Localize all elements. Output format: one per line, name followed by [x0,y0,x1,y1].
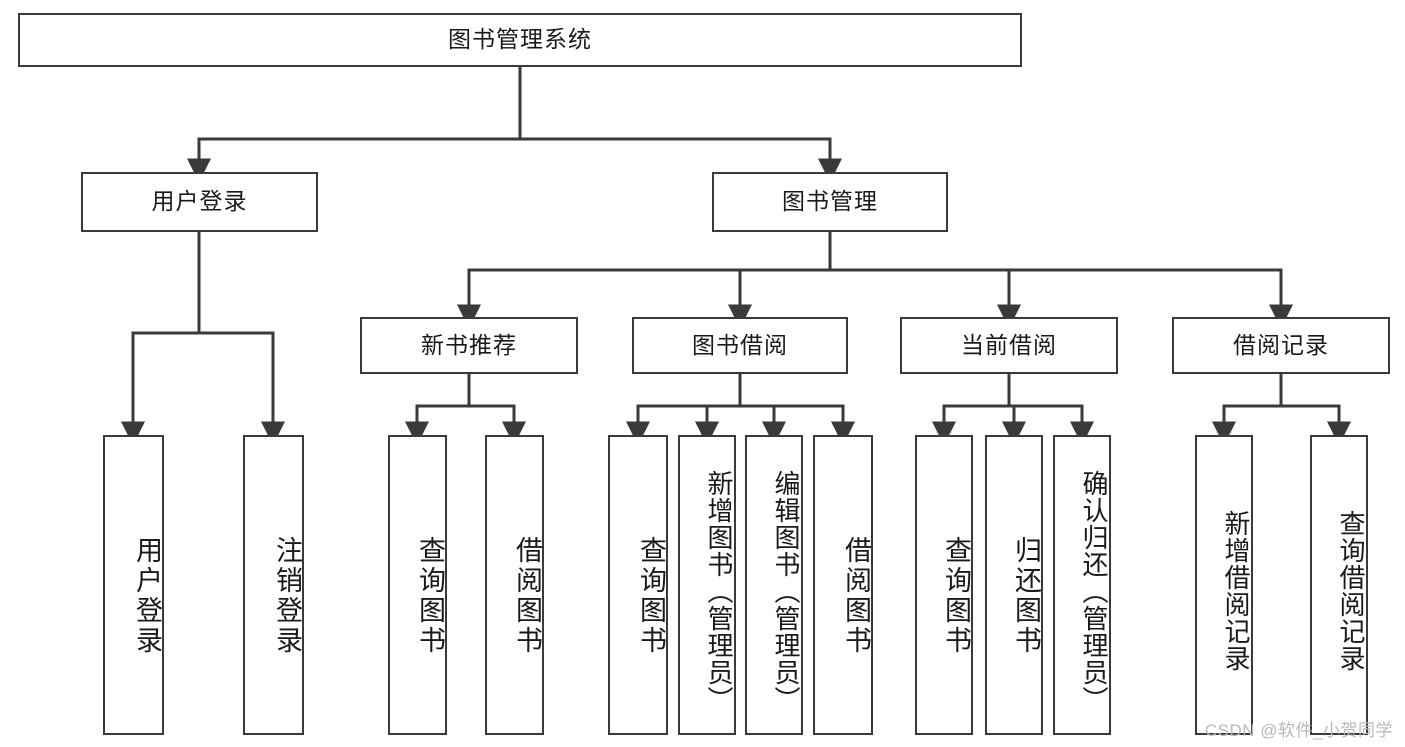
leaf-user-login[interactable]: 用户登录 [103,435,164,735]
leaf-query-book-borrow[interactable]: 查询图书 [608,435,668,735]
leaf-logout[interactable]: 注销登录 [243,435,304,735]
leaf-add-book-admin-label: 新增图书（管理员） [704,469,734,713]
leaf-borrow-book-label: 借阅图书 [841,536,871,656]
leaf-borrow-book[interactable]: 借阅图书 [813,435,873,735]
leaf-borrow-book-rec[interactable]: 借阅图书 [485,435,544,735]
node-borrow-record[interactable]: 借阅记录 [1172,317,1390,374]
leaf-add-book-admin[interactable]: 新增图书（管理员） [678,435,736,735]
leaf-query-book-rec[interactable]: 查询图书 [388,435,447,735]
leaf-return-book-label: 归还图书 [1011,536,1041,656]
node-root[interactable]: 图书管理系统 [18,13,1022,67]
node-current-borrow-label: 当前借阅 [961,331,1057,358]
leaf-query-book-rec-label: 查询图书 [415,536,445,656]
node-user-login[interactable]: 用户登录 [81,172,318,232]
leaf-logout-label: 注销登录 [272,536,302,656]
leaf-query-book-current[interactable]: 查询图书 [915,435,973,735]
leaf-query-borrow-record[interactable]: 查询借阅记录 [1310,435,1368,735]
node-book-management[interactable]: 图书管理 [712,172,948,232]
leaf-query-book-borrow-label: 查询图书 [636,536,666,656]
node-borrow-record-label: 借阅记录 [1233,331,1329,358]
leaf-borrow-book-rec-label: 借阅图书 [512,536,542,656]
node-book-borrow-label: 图书借阅 [692,331,788,358]
node-book-management-label: 图书管理 [782,188,878,215]
leaf-edit-book-admin-label: 编辑图书（管理员） [771,469,801,713]
node-new-book-recommend[interactable]: 新书推荐 [360,317,578,374]
leaf-confirm-return-admin-label: 确认归还（管理员） [1079,469,1109,713]
watermark: CSDN @软件_小贺同学 [1204,721,1393,740]
leaf-query-borrow-record-label: 查询借阅记录 [1336,510,1366,672]
node-current-borrow[interactable]: 当前借阅 [900,317,1118,374]
leaf-add-borrow-record-label: 新增借阅记录 [1221,510,1251,672]
leaf-user-login-label: 用户登录 [132,536,162,656]
leaf-edit-book-admin[interactable]: 编辑图书（管理员） [745,435,803,735]
node-book-borrow[interactable]: 图书借阅 [632,317,848,374]
leaf-query-book-current-label: 查询图书 [941,536,971,656]
node-user-login-label: 用户登录 [151,188,248,215]
node-new-book-recommend-label: 新书推荐 [421,331,517,358]
leaf-confirm-return-admin[interactable]: 确认归还（管理员） [1053,435,1111,735]
leaf-add-borrow-record[interactable]: 新增借阅记录 [1195,435,1253,735]
node-root-label: 图书管理系统 [448,26,592,53]
leaf-return-book[interactable]: 归还图书 [985,435,1043,735]
